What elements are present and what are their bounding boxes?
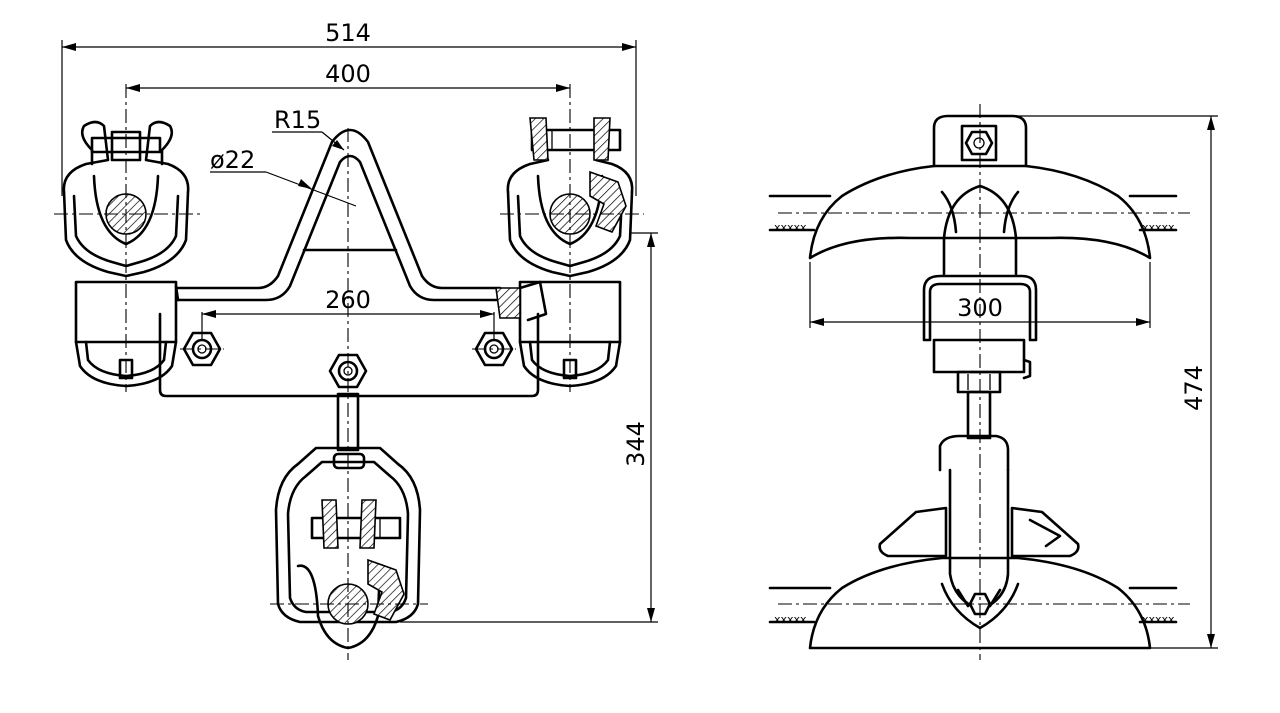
dim-side-width: 300 [809,262,1151,328]
dim-300-label: 300 [957,294,1003,322]
side-view: xxxxx xxxxx xxxxx xxxxx [768,104,1218,660]
dim-474-label: 474 [1180,365,1208,411]
support-plate [158,312,540,398]
dim-d22-label: ø22 [210,146,255,174]
front-center-lines [54,84,644,660]
dim-rod-diameter: ø22 [210,146,357,207]
plate-bolt-left [182,331,222,367]
dim-height-front: 344 [400,232,658,623]
side-upper-clamp [808,114,1152,440]
dim-400-label: 400 [325,60,371,88]
upper-cable: xxxxx xxxxx [768,194,1178,234]
right-clamp [495,117,634,388]
side-center-lines [778,104,1190,660]
dim-clamp-spacing: 400 [126,60,570,92]
cable-marks-upper-right: xxxxx [1142,221,1175,234]
dim-overall-width: 514 [61,19,637,196]
lower-cable: xxxxx xxxxx [768,586,1178,626]
dim-bolt-spacing: 260 [201,286,495,340]
dim-344-label: 344 [622,421,650,467]
dim-514-label: 514 [325,19,371,47]
dim-260-label: 260 [325,286,371,314]
dim-height-side: 474 [1000,115,1218,649]
dim-bend-radius: R15 [272,106,345,151]
dim-r15-label: R15 [274,106,321,134]
cable-marks-upper-left: xxxxx [774,221,807,234]
lower-clamp [274,392,422,650]
bent-rod [176,128,502,302]
front-view: 514 400 260 R15 [54,19,658,660]
cable-marks-lower-right: xxxxx [1142,613,1175,626]
cable-marks-lower-left: xxxxx [774,613,807,626]
